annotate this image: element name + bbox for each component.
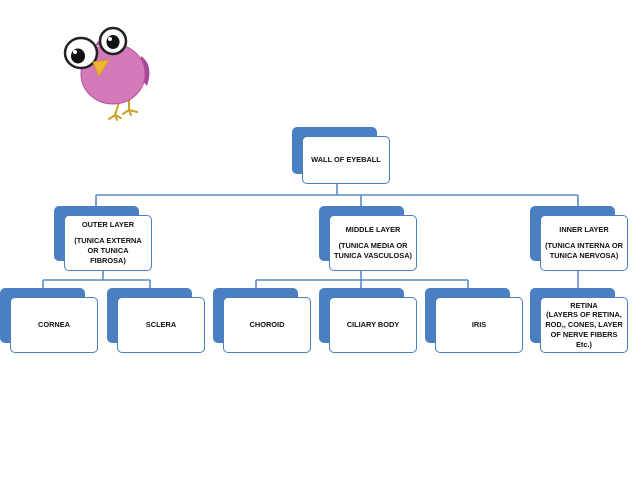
node-outer-layer-title: OUTER LAYER <box>81 220 135 230</box>
node-sclera-label: SCLERA <box>145 320 177 330</box>
owl-illustration <box>63 26 150 121</box>
node-cornea-label: CORNEA <box>37 320 71 330</box>
node-inner-layer-subtitle: (TUNICA INTERNA OR TUNICA NERVOSA) <box>545 241 623 260</box>
node-inner-layer-title: INNER LAYER <box>559 225 609 235</box>
node-middle-layer-title: MIDDLE LAYER <box>345 225 401 235</box>
node-middle-layer: MIDDLE LAYER (TUNICA MEDIA OR TUNICA VAS… <box>319 206 417 271</box>
node-retina: RETINA (LAYERS OF RETINA, ROD,, CONES, L… <box>530 288 628 353</box>
node-middle-layer-subtitle: (TUNICA MEDIA OR TUNICA VASCULOSA) <box>334 241 413 260</box>
node-retina-title: RETINA <box>570 300 598 310</box>
node-wall-of-eyeball-label: WALL OF EYEBALL <box>311 155 381 165</box>
node-iris-label: IRIS <box>471 320 487 330</box>
owl-beak-icon <box>92 59 110 78</box>
node-outer-layer-subtitle: (TUNICA EXTERNA OR TUNICA FIBROSA) <box>74 236 142 265</box>
node-cornea: CORNEA <box>0 288 98 353</box>
node-choroid: CHOROID <box>213 288 311 353</box>
node-inner-layer: INNER LAYER (TUNICA INTERNA OR TUNICA NE… <box>530 206 628 271</box>
owl-feet-icon <box>108 93 138 121</box>
node-ciliary-body: CILIARY BODY <box>319 288 417 353</box>
node-iris: IRIS <box>425 288 523 353</box>
node-sclera: SCLERA <box>107 288 205 353</box>
node-wall-of-eyeball: WALL OF EYEBALL <box>292 127 390 184</box>
node-ciliary-body-label: CILIARY BODY <box>346 320 400 330</box>
node-choroid-label: CHOROID <box>249 320 285 330</box>
node-outer-layer: OUTER LAYER (TUNICA EXTERNA OR TUNICA FI… <box>54 206 152 271</box>
node-retina-subtitle: (LAYERS OF RETINA, ROD,, CONES, LAYER OF… <box>545 310 623 349</box>
